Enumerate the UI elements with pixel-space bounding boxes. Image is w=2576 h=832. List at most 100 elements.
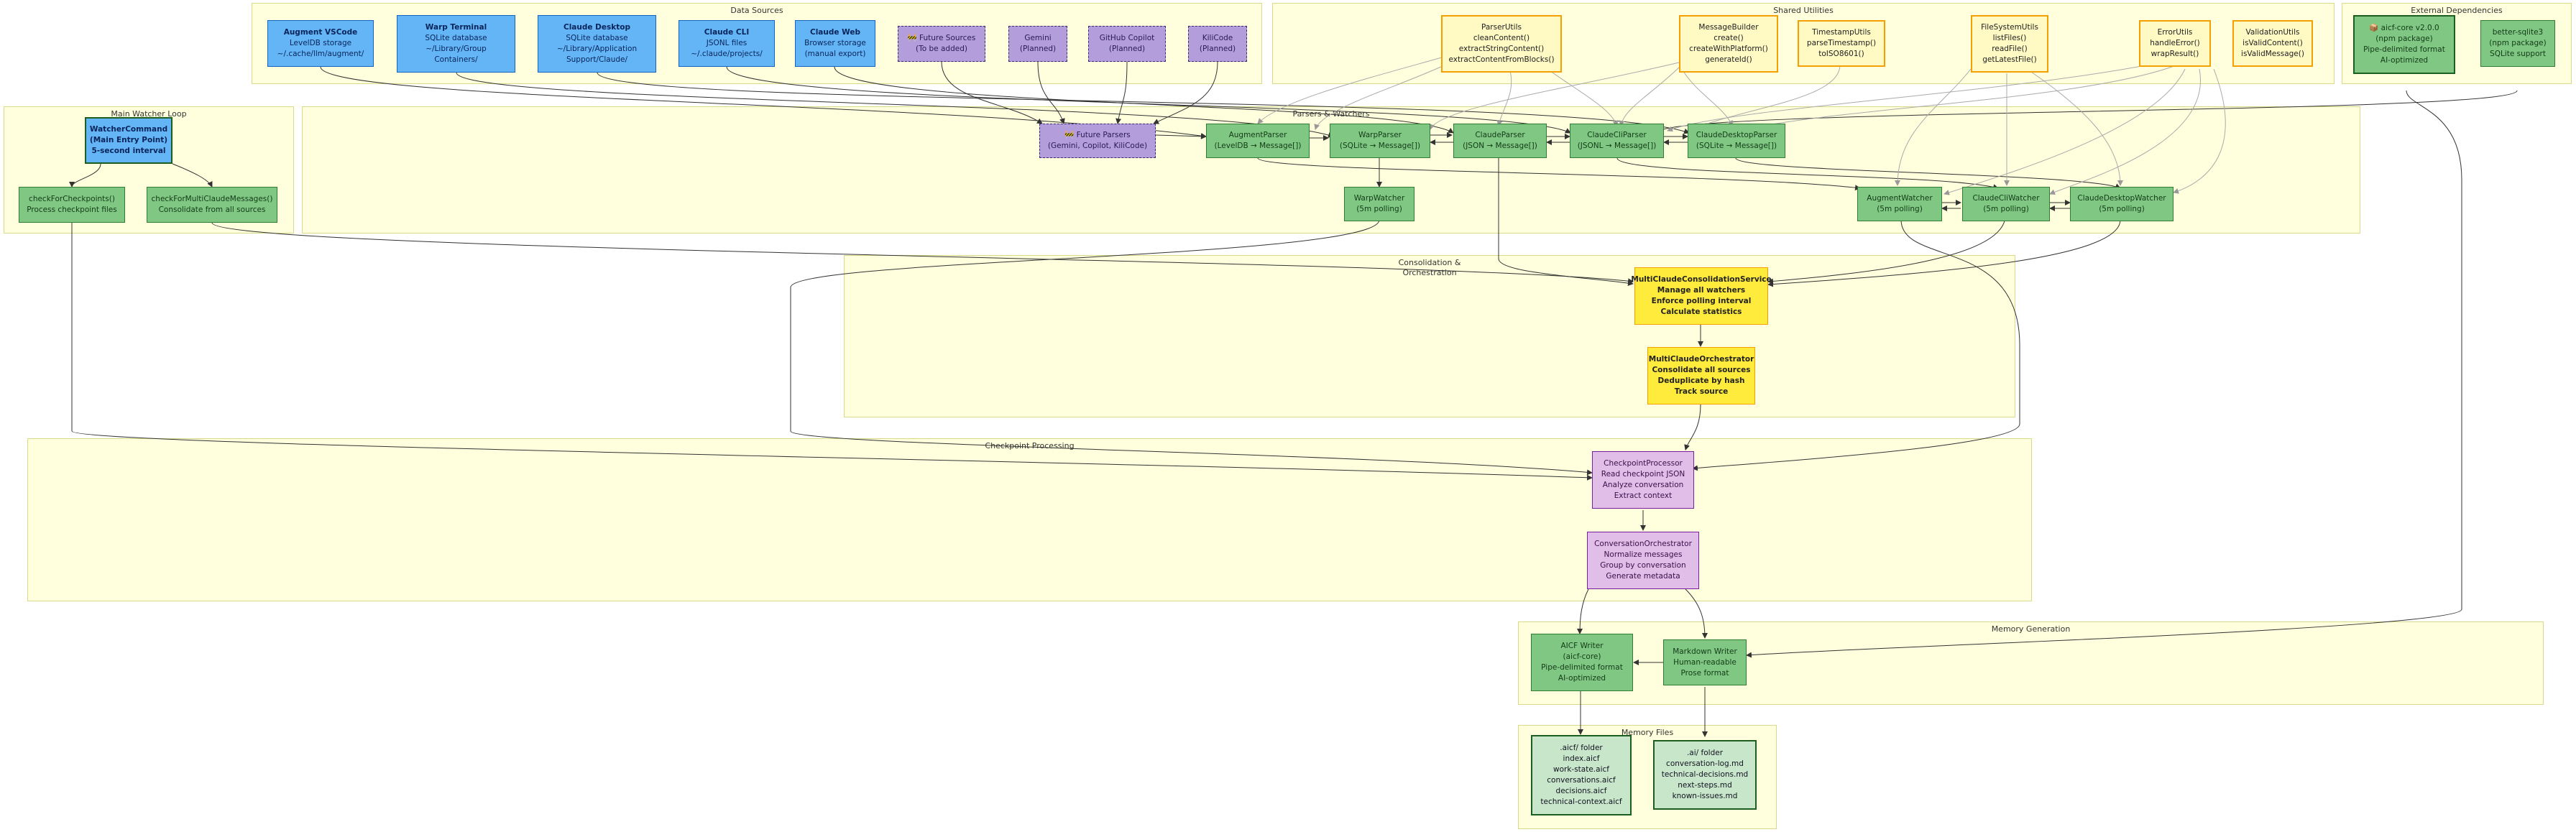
node-line: ConversationOrchestrator — [1594, 540, 1692, 548]
node-line: (Main Entry Point) — [89, 136, 168, 144]
aicf-core-package-node[interactable]: 📦 aicf-core v2.0.0 (npm package) Pipe-de… — [2353, 15, 2455, 74]
future-parsers-node[interactable]: 🚧 Future Parsers (Gemini, Copilot, KiliC… — [1039, 124, 1156, 158]
cluster-checkpoint-processing: Checkpoint Processing — [27, 438, 2032, 601]
claude-desktop-parser-node[interactable]: ClaudeDesktopParser (SQLite → Message[]) — [1688, 124, 1785, 158]
node-line: Enforce polling interval — [1651, 297, 1752, 305]
cluster-title: Consolidation & Orchestration — [845, 258, 2015, 278]
watcher-command-node[interactable]: WatcherCommand (Main Entry Point) 5-seco… — [85, 117, 172, 164]
node-line: AI-optimized — [2380, 56, 2429, 65]
node-line: Containers/ — [434, 55, 478, 64]
node-line: ~/.cache/llm/augment/ — [277, 50, 364, 58]
kilocode-planned-node[interactable]: KiliCode (Planned) — [1188, 26, 1247, 62]
node-line: SQLite database — [566, 34, 628, 42]
aicf-writer-node[interactable]: AICF Writer (aicf-core) Pipe-delimited f… — [1531, 634, 1633, 691]
node-line: readFile() — [1992, 45, 2028, 53]
node-line: (SQLite → Message[]) — [1339, 142, 1421, 150]
claude-cli-source[interactable]: Claude CLI JSONL files ~/.claude/project… — [678, 20, 775, 67]
node-line: wrapResult() — [2150, 50, 2199, 58]
node-line: WarpParser — [1358, 131, 1402, 139]
node-line: .aicf/ folder — [1560, 744, 1603, 752]
node-line: ParserUtils — [1481, 23, 1522, 32]
claude-cli-watcher-node[interactable]: ClaudeCliWatcher (5m polling) — [1962, 187, 2050, 221]
cluster-title: Data Sources — [730, 6, 783, 15]
node-line: (Gemini, Copilot, KiliCode) — [1047, 142, 1148, 150]
check-for-checkpoints-node[interactable]: checkForCheckpoints() Process checkpoint… — [19, 187, 125, 223]
node-line: Claude CLI — [704, 28, 750, 37]
node-line: FileSystemUtils — [1981, 23, 2038, 32]
multiclaude-orchestrator-node[interactable]: MultiClaudeOrchestrator Consolidate all … — [1647, 347, 1755, 405]
augment-vscode-source[interactable]: Augment VSCode LevelDB storage ~/.cache/… — [267, 20, 374, 67]
node-line: (Planned) — [1108, 45, 1146, 53]
cluster-consolidation: Consolidation & Orchestration — [844, 255, 2015, 417]
aicf-folder-node[interactable]: .aicf/ folder index.aicf work-state.aicf… — [1531, 735, 1632, 815]
ai-folder-node[interactable]: .ai/ folder conversation-log.md technica… — [1653, 740, 1757, 810]
node-line: next-steps.md — [1678, 781, 1732, 790]
gemini-planned-node[interactable]: Gemini (Planned) — [1008, 26, 1067, 62]
cluster-title: Memory Generation — [1991, 624, 2071, 634]
node-line: listFiles() — [1992, 34, 2027, 42]
node-line: ClaudeCliParser — [1587, 131, 1647, 139]
node-line: (npm package) — [2375, 34, 2433, 43]
node-line: isValidContent() — [2242, 39, 2303, 47]
parser-utils-node[interactable]: ParserUtils cleanContent() extractString… — [1441, 15, 1562, 73]
node-line: Extract context — [1614, 491, 1673, 500]
node-line: 🚧 Future Parsers — [1064, 131, 1131, 139]
cluster-title-line: Consolidation & — [1398, 258, 1461, 267]
multiclaude-consolidation-service-node[interactable]: MultiClaudeConsolidationService Manage a… — [1631, 267, 1772, 325]
node-line: Warp Terminal — [425, 23, 487, 32]
node-line: ClaudeDesktopParser — [1696, 131, 1777, 139]
node-line: AI-optimized — [1558, 674, 1606, 683]
node-line: Pipe-delimited format — [2363, 45, 2445, 54]
node-line: extractContentFromBlocks() — [1448, 55, 1555, 64]
augment-parser-node[interactable]: AugmentParser (LevelDB → Message[]) — [1206, 124, 1310, 158]
node-line: (LevelDB → Message[]) — [1214, 142, 1302, 150]
warp-terminal-source[interactable]: Warp Terminal SQLite database ~/Library/… — [397, 15, 515, 73]
node-line: Browser storage — [804, 39, 866, 47]
node-line: (5m polling) — [1983, 205, 2029, 213]
node-line: conversation-log.md — [1666, 759, 1744, 768]
node-line: SQLite support — [2490, 50, 2546, 58]
node-line: SQLite database — [425, 34, 487, 42]
node-line: WarpWatcher — [1353, 194, 1405, 203]
node-line: AugmentWatcher — [1867, 194, 1933, 203]
error-utils-node[interactable]: ErrorUtils handleError() wrapResult() — [2139, 20, 2211, 67]
claude-desktop-watcher-node[interactable]: ClaudeDesktopWatcher (5m polling) — [2070, 187, 2174, 221]
node-line: MultiClaudeConsolidationService — [1631, 275, 1772, 284]
cluster-title: Memory Files — [1621, 728, 1674, 737]
github-copilot-planned-node[interactable]: GitHub Copilot (Planned) — [1088, 26, 1166, 62]
node-line: Manage all watchers — [1657, 286, 1746, 295]
claude-web-source[interactable]: Claude Web Browser storage (manual expor… — [795, 20, 875, 67]
conversation-orchestrator-node[interactable]: ConversationOrchestrator Normalize messa… — [1587, 532, 1699, 589]
node-line: (aicf-core) — [1563, 652, 1601, 661]
checkpoint-processor-node[interactable]: CheckpointProcessor Read checkpoint JSON… — [1592, 451, 1694, 509]
node-line: (JSONL → Message[]) — [1577, 142, 1657, 150]
claude-cli-parser-node[interactable]: ClaudeCliParser (JSONL → Message[]) — [1570, 124, 1664, 158]
node-line: createWithPlatform() — [1689, 45, 1768, 53]
node-line: getLatestFile() — [1982, 55, 2037, 64]
node-line: (5m polling) — [2099, 205, 2145, 213]
node-line: Claude Web — [809, 28, 860, 37]
warp-watcher-node[interactable]: WarpWatcher (5m polling) — [1344, 187, 1414, 221]
node-line: Claude Desktop — [564, 23, 630, 32]
future-sources-node[interactable]: 🚧 Future Sources (To be added) — [898, 26, 985, 62]
markdown-writer-node[interactable]: Markdown Writer Human-readable Prose for… — [1663, 639, 1747, 685]
node-line: TimestampUtils — [1812, 28, 1871, 37]
node-line: Consolidate from all sources — [158, 205, 266, 214]
validation-utils-node[interactable]: ValidationUtils isValidContent() isValid… — [2232, 20, 2313, 67]
check-for-multiclaude-node[interactable]: checkForMultiClaudeMessages() Consolidat… — [147, 187, 277, 223]
node-line: Prose format — [1680, 668, 1729, 678]
claude-desktop-source[interactable]: Claude Desktop SQLite database ~/Library… — [538, 15, 656, 73]
better-sqlite3-package-node[interactable]: better-sqlite3 (npm package) SQLite supp… — [2480, 20, 2555, 67]
node-line: (manual export) — [804, 50, 866, 58]
node-line: ClaudeCliWatcher — [1972, 194, 2040, 203]
claude-parser-node[interactable]: ClaudeParser (JSON → Message[]) — [1453, 124, 1547, 158]
warp-parser-node[interactable]: WarpParser (SQLite → Message[]) — [1330, 124, 1430, 158]
node-line: Track source — [1674, 387, 1729, 396]
node-line: known-issues.md — [1672, 792, 1738, 800]
augment-watcher-node[interactable]: AugmentWatcher (5m polling) — [1857, 187, 1942, 221]
cluster-title: Main Watcher Loop — [111, 109, 187, 119]
timestamp-utils-node[interactable]: TimestampUtils parseTimestamp() toISO860… — [1798, 20, 1885, 67]
message-builder-node[interactable]: MessageBuilder create() createWithPlatfo… — [1679, 15, 1778, 73]
filesystem-utils-node[interactable]: FileSystemUtils listFiles() readFile() g… — [1971, 15, 2048, 73]
node-line: cleanContent() — [1473, 34, 1530, 42]
